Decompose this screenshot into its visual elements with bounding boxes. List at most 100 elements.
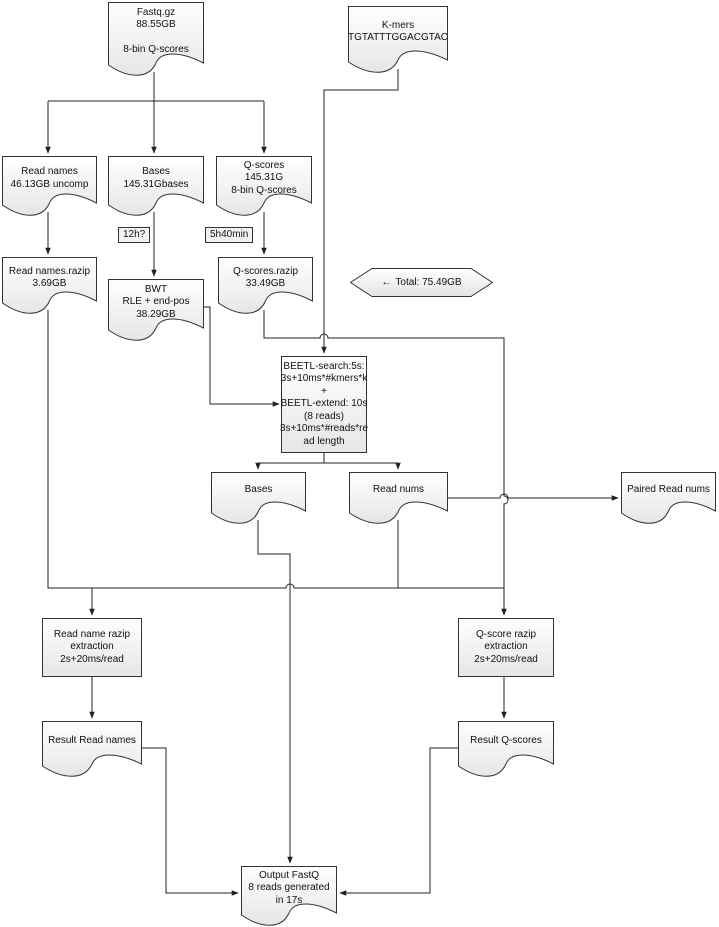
result-qscores-label: Result Q-scores xyxy=(458,721,554,762)
connector-bases-to-output xyxy=(257,520,293,864)
bases-mid-document[interactable]: Bases xyxy=(211,472,306,524)
document-shape xyxy=(2,156,97,216)
total-label: ← Total: 75.49GB xyxy=(350,268,493,297)
paired-read-nums-label: Paired Read nums xyxy=(621,472,716,509)
label-line: 3s+10ms*#reads*re xyxy=(279,423,369,435)
paired-read-nums-document[interactable]: Paired Read nums xyxy=(621,472,716,524)
result-qscores-document[interactable]: Result Q-scores xyxy=(458,721,554,777)
document-shape xyxy=(108,279,204,341)
connector-kmers-to-beetl xyxy=(321,69,399,354)
label-line xyxy=(155,32,158,45)
document-shape xyxy=(108,2,204,76)
result-read-names-label: Result Read names xyxy=(42,721,142,762)
label-line: in 17s xyxy=(275,894,303,906)
read-nums-document[interactable]: Read nums xyxy=(349,472,448,524)
document-shape xyxy=(458,721,554,777)
document-shape xyxy=(211,472,306,524)
document-shape xyxy=(108,156,204,216)
connector-bwt-to-beetl xyxy=(204,306,280,407)
read-nums-label: Read nums xyxy=(349,472,448,509)
label-line: Fastq.gz xyxy=(136,6,176,18)
connector-readnums-to-paired xyxy=(448,493,619,501)
label-line: + xyxy=(321,385,327,397)
label-line: 8 reads generated xyxy=(248,882,330,894)
connectors xyxy=(45,69,619,896)
document-shape xyxy=(348,6,448,73)
beetl-label: BEETL-search:5s:3s+10ms*#kmers*k+BEETL-e… xyxy=(279,356,369,453)
document-shape xyxy=(241,866,337,926)
left-arrow-icon: ← xyxy=(381,277,392,288)
total-text: Total: 75.49GB xyxy=(395,277,462,288)
connector-lower-bus xyxy=(92,583,504,589)
total-size-badge: ← Total: 75.49GB xyxy=(350,268,493,297)
document-shape xyxy=(216,156,312,216)
label-line: Q-score razip xyxy=(475,628,536,640)
document-shape xyxy=(218,257,313,314)
qscore-time-tag: 5h40min xyxy=(205,227,254,243)
label-line: Read name razip xyxy=(53,628,131,640)
label-line: ad length xyxy=(303,435,345,447)
label-line: 2s+20ms/read xyxy=(474,653,538,665)
label-line: TGTATTTGGACGTAC xyxy=(348,32,448,43)
document-shape xyxy=(2,257,97,314)
process-shape xyxy=(42,618,142,677)
label-line: 8-bin Q-scores xyxy=(123,44,189,55)
label-line: Q-scores.razip xyxy=(232,265,298,277)
label-line: Result Q-scores xyxy=(470,735,542,747)
label-line: BEETL-search:5s: xyxy=(283,360,365,372)
label-line: 3s+10ms*#kmers*k xyxy=(280,373,368,385)
bwt-time-tag: 12h? xyxy=(118,227,151,243)
label-line: extraction xyxy=(484,641,528,653)
label-line: BWT xyxy=(144,283,168,295)
label-line: extraction xyxy=(70,641,114,653)
connector-result-q-to-output xyxy=(339,747,458,896)
label-line: 145.31G xyxy=(244,172,284,184)
label-line: Read names.razip xyxy=(8,265,91,277)
label-line: Bases xyxy=(244,484,273,496)
label-line: Output FastQ xyxy=(258,869,320,881)
label-line: K-mers xyxy=(381,19,415,31)
connector-result-rn-to-output xyxy=(142,747,239,896)
beetl-process[interactable]: BEETL-search:5s:3s+10ms*#kmers*k+BEETL-e… xyxy=(279,356,369,453)
label-line: 46.13GB uncomp xyxy=(10,178,89,190)
document-shape xyxy=(621,472,716,524)
label-line: RLE + end-pos xyxy=(122,296,190,308)
document-shape xyxy=(349,472,448,524)
label-line: (8 reads) xyxy=(303,410,344,422)
connector-rnrazip-down xyxy=(47,310,92,589)
result-read-names-document[interactable]: Result Read names xyxy=(42,721,142,777)
label-line: BEETL-extend: 10s xyxy=(280,398,368,410)
process-shape xyxy=(281,356,367,453)
label-line: Result Read names xyxy=(48,735,136,747)
label-line: 2s+20ms/read xyxy=(60,653,124,665)
document-shape xyxy=(42,721,142,777)
label-line: Q-scores xyxy=(243,159,285,171)
label-line: Paired Read nums xyxy=(627,484,710,496)
bases-mid-label: Bases xyxy=(211,472,306,509)
label-line: 3.69GB xyxy=(32,278,67,289)
label-line: Read names xyxy=(21,166,78,177)
label-line: 88.55GB xyxy=(136,19,176,30)
process-shape xyxy=(458,618,554,677)
